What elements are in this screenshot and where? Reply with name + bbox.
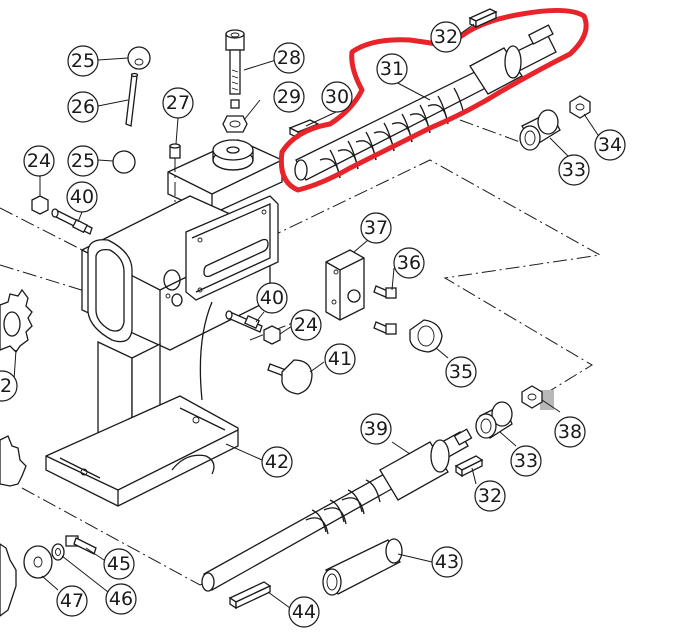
svg-text:38: 38 (558, 421, 582, 443)
svg-text:25: 25 (71, 50, 95, 72)
part-32-key-bottom (454, 455, 484, 478)
svg-text:2: 2 (0, 375, 12, 397)
callout-36: 36 (393, 247, 425, 279)
svg-text:28: 28 (277, 47, 301, 69)
part-44-key (228, 581, 272, 610)
part-24-nut-left (31, 195, 49, 215)
svg-text:41: 41 (328, 348, 352, 370)
callout-40: 40 (66, 181, 98, 213)
part-26-pin (125, 72, 139, 127)
gear-bottom-left (0, 543, 17, 617)
callout-43: 43 (431, 546, 463, 578)
part-33-bushing-top (519, 109, 561, 151)
part-47-disc (23, 545, 53, 579)
svg-text:43: 43 (435, 551, 459, 573)
callout-2: 2 (0, 370, 18, 402)
callouts: 25 26 27 28 29 30 31 32 34 33 25 24 40 3… (0, 21, 626, 628)
callout-29: 29 (273, 81, 305, 113)
callout-37: 37 (360, 212, 392, 244)
part-24-nut-mid (263, 325, 281, 345)
callout-25: 25 (67, 145, 99, 177)
callout-35: 35 (445, 356, 477, 388)
part-35-knob (409, 319, 443, 353)
callout-45: 45 (103, 548, 135, 580)
svg-text:35: 35 (449, 361, 473, 383)
part-45-screw (65, 535, 97, 555)
svg-text:34: 34 (598, 134, 622, 156)
svg-text:37: 37 (364, 217, 388, 239)
callout-32: 32 (474, 480, 506, 512)
gear-lower-left (0, 435, 27, 487)
callout-24: 24 (290, 309, 322, 341)
svg-text:40: 40 (70, 186, 94, 208)
part-40-stud-left (51, 208, 93, 235)
part-2-gear (0, 288, 33, 354)
part-28-bolt (225, 29, 245, 109)
svg-text:33: 33 (514, 450, 538, 472)
svg-text:42: 42 (265, 451, 289, 473)
callout-25: 25 (67, 45, 99, 77)
svg-text:45: 45 (107, 553, 131, 575)
part-37-bracket (325, 249, 365, 321)
svg-text:36: 36 (397, 252, 421, 274)
callout-39: 39 (360, 413, 392, 445)
part-38-nut (521, 385, 554, 410)
part-25-ball-left (112, 150, 136, 174)
callout-32: 32 (430, 21, 462, 53)
svg-text:33: 33 (562, 159, 586, 181)
leader-lines (13, 23, 601, 609)
svg-text:29: 29 (277, 86, 301, 108)
callout-24: 24 (23, 145, 55, 177)
callout-46: 46 (105, 583, 137, 615)
svg-text:32: 32 (478, 485, 502, 507)
callout-33: 33 (510, 445, 542, 477)
callout-33: 33 (558, 154, 590, 186)
callout-40: 40 (256, 282, 288, 314)
svg-text:26: 26 (71, 96, 95, 118)
svg-text:44: 44 (292, 601, 316, 623)
svg-text:30: 30 (325, 86, 349, 108)
part-34-nut (569, 95, 591, 119)
svg-text:46: 46 (109, 588, 133, 610)
part-43-sleeve (322, 538, 403, 596)
svg-text:27: 27 (166, 92, 190, 114)
callout-42: 42 (261, 446, 293, 478)
callout-34: 34 (594, 129, 626, 161)
callout-38: 38 (554, 416, 586, 448)
callout-27: 27 (162, 87, 194, 119)
part-31-worm-shaft (294, 24, 557, 181)
highlight-outline (278, 7, 589, 193)
part-25-ball-top (127, 46, 151, 70)
svg-text:31: 31 (380, 58, 404, 80)
part-29-nut (222, 115, 248, 133)
svg-text:32: 32 (434, 26, 458, 48)
svg-text:24: 24 (27, 150, 51, 172)
part-46-washer (51, 543, 65, 561)
part-39-worm-shaft (201, 428, 473, 592)
part-41-knob (267, 359, 313, 395)
svg-text:47: 47 (60, 590, 84, 612)
callout-28: 28 (273, 42, 305, 74)
part-27-set-screw (169, 143, 181, 205)
part-40-stud-mid (225, 310, 263, 333)
part-36-screws (373, 285, 397, 335)
svg-text:39: 39 (364, 418, 388, 440)
callout-26: 26 (67, 91, 99, 123)
callout-47: 47 (56, 585, 88, 617)
headstock-body (45, 139, 283, 507)
svg-text:40: 40 (260, 287, 284, 309)
svg-text:24: 24 (294, 314, 318, 336)
part-32-key-top (468, 8, 498, 29)
callout-30: 30 (321, 81, 353, 113)
callout-41: 41 (324, 343, 356, 375)
callout-44: 44 (288, 596, 320, 628)
part-33-bushing-bottom (475, 401, 513, 439)
callout-31: 31 (376, 53, 408, 85)
svg-text:25: 25 (71, 150, 95, 172)
